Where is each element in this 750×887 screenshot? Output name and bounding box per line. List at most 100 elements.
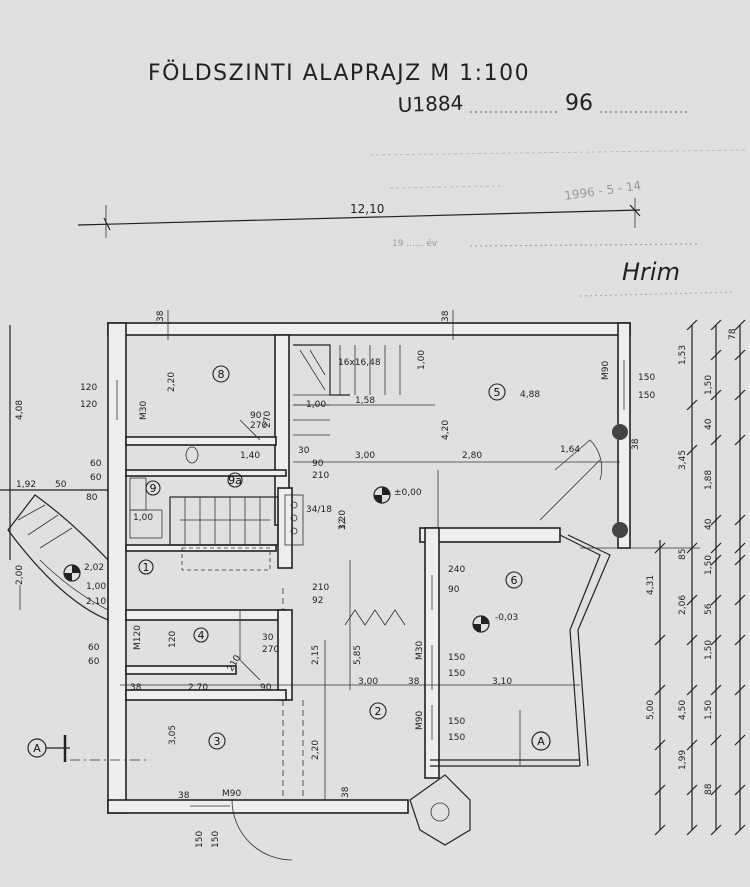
level-label: ±0,00 xyxy=(394,488,422,498)
dim-text: 90 xyxy=(260,683,272,693)
dim-tick xyxy=(654,634,666,646)
wall-room4-top xyxy=(125,609,287,621)
dim-tick xyxy=(686,684,698,696)
dim-text: 2,20 xyxy=(311,740,321,760)
room-circle xyxy=(193,627,209,643)
dim-text: 38 xyxy=(341,786,351,798)
dim-text: 2,70 xyxy=(188,683,208,693)
dim-tick xyxy=(686,634,698,646)
dim-text: 1,50 xyxy=(704,640,714,660)
stair-box xyxy=(169,496,279,546)
stair-turn xyxy=(309,349,326,376)
dim-text: 80 xyxy=(86,493,98,503)
section-markers: A A xyxy=(27,731,551,762)
dim-tick xyxy=(734,542,746,554)
column-lower xyxy=(612,522,628,538)
dimension-labels: 38 38 M90 150 150 4,88 1,58 1,00 16x16,4… xyxy=(15,310,738,848)
stamp-faded-line xyxy=(389,185,501,189)
dim-tick xyxy=(710,434,722,446)
overall-width-line xyxy=(77,209,641,226)
dim-text: 90 xyxy=(312,459,324,469)
wall-room6-right xyxy=(559,534,601,767)
dim-text: 34/18 xyxy=(306,505,332,515)
dim-tick xyxy=(654,824,666,836)
dim-text: 2,15 xyxy=(311,645,321,665)
dim-text: 4,50 xyxy=(678,700,688,720)
dim-tick xyxy=(734,389,746,401)
wall-room3-top xyxy=(125,689,287,701)
dim-text: 150 xyxy=(448,653,465,663)
dim-text: 120 xyxy=(80,383,97,393)
dim-text: 60 xyxy=(90,459,102,469)
signature-line xyxy=(579,291,736,297)
dim-tick xyxy=(654,684,666,696)
entrance-door-arc xyxy=(231,799,293,861)
level-marker-fill xyxy=(473,616,489,632)
wall-room6-right-2 xyxy=(567,534,611,767)
dim-tick xyxy=(710,634,722,646)
ext-stair-tread xyxy=(39,527,73,549)
dim-text: 3,00 xyxy=(358,677,378,687)
dim-text: 2,10 xyxy=(86,597,106,607)
dim-text: 30 xyxy=(262,633,274,643)
burner xyxy=(290,514,298,522)
dim-text: 4,31 xyxy=(646,575,656,595)
dim-tick xyxy=(734,734,746,746)
dim-text: 2,80 xyxy=(462,451,482,461)
dim-text: 4,08 xyxy=(15,400,25,420)
room-circle xyxy=(145,480,161,496)
wall-room9-top xyxy=(125,469,287,477)
dim-text: 38 xyxy=(441,310,451,322)
plan-title: FÖLDSZINTI ALAPRAJZ M 1:100 xyxy=(148,60,530,86)
dim-text: 2,06 xyxy=(678,595,688,615)
burner xyxy=(290,501,298,509)
ext-stair-tread xyxy=(27,514,59,536)
dim-text: 1,00 xyxy=(306,400,326,410)
dim-text: 1,50 xyxy=(704,375,714,395)
dim-text: 150 xyxy=(638,391,655,401)
dim-text: 120 xyxy=(80,400,97,410)
burner xyxy=(290,527,298,535)
dim-text: M90 xyxy=(222,789,241,799)
wall-top xyxy=(107,322,631,336)
dim-text: 120 xyxy=(168,631,178,648)
dim-text: 38 xyxy=(156,310,166,322)
interior-walls xyxy=(125,334,293,701)
dim-text: 88 xyxy=(704,783,714,795)
dim-text: 3,10 xyxy=(492,677,512,687)
dim-text: 1,00 xyxy=(133,513,153,523)
wall-room6-top xyxy=(419,527,561,543)
dim-tick xyxy=(686,739,698,751)
level-marker-fill xyxy=(374,487,390,503)
door-arc-room5 xyxy=(554,439,603,481)
dim-text: 1,50 xyxy=(704,700,714,720)
dim-text: 92 xyxy=(312,596,323,606)
room-number: 9a xyxy=(228,474,242,487)
dim-text: 1,99 xyxy=(678,750,688,770)
dim-tick xyxy=(734,514,746,526)
dim-tick xyxy=(710,319,722,331)
overall-width-label: 12,10 xyxy=(350,202,384,216)
dim-text: 90 xyxy=(250,411,262,421)
year-line: 19 ...... év xyxy=(392,238,438,249)
dim-text: 60 xyxy=(88,643,100,653)
room-number: 1 xyxy=(143,561,150,574)
dim-text: 38 xyxy=(178,791,190,801)
dim-tick xyxy=(710,784,722,796)
dim-text: 150 xyxy=(448,733,465,743)
room-circle xyxy=(212,365,230,383)
room-number: 8 xyxy=(218,368,225,381)
dim-text: 1,58 xyxy=(355,396,375,406)
ext-stair-arc xyxy=(39,559,109,611)
zigzag-partition xyxy=(344,609,406,626)
ext-stair-outline xyxy=(7,494,109,621)
ext-stair-tread xyxy=(17,504,46,521)
dim-tick xyxy=(734,434,746,446)
room-circle xyxy=(488,383,506,401)
dim-text: 3,00 xyxy=(355,451,375,461)
dim-text: 1,00 xyxy=(86,582,106,592)
dim-text: 5,85 xyxy=(353,645,363,665)
level-marker-fill xyxy=(64,565,80,581)
dim-text: 4,20 xyxy=(441,420,451,440)
